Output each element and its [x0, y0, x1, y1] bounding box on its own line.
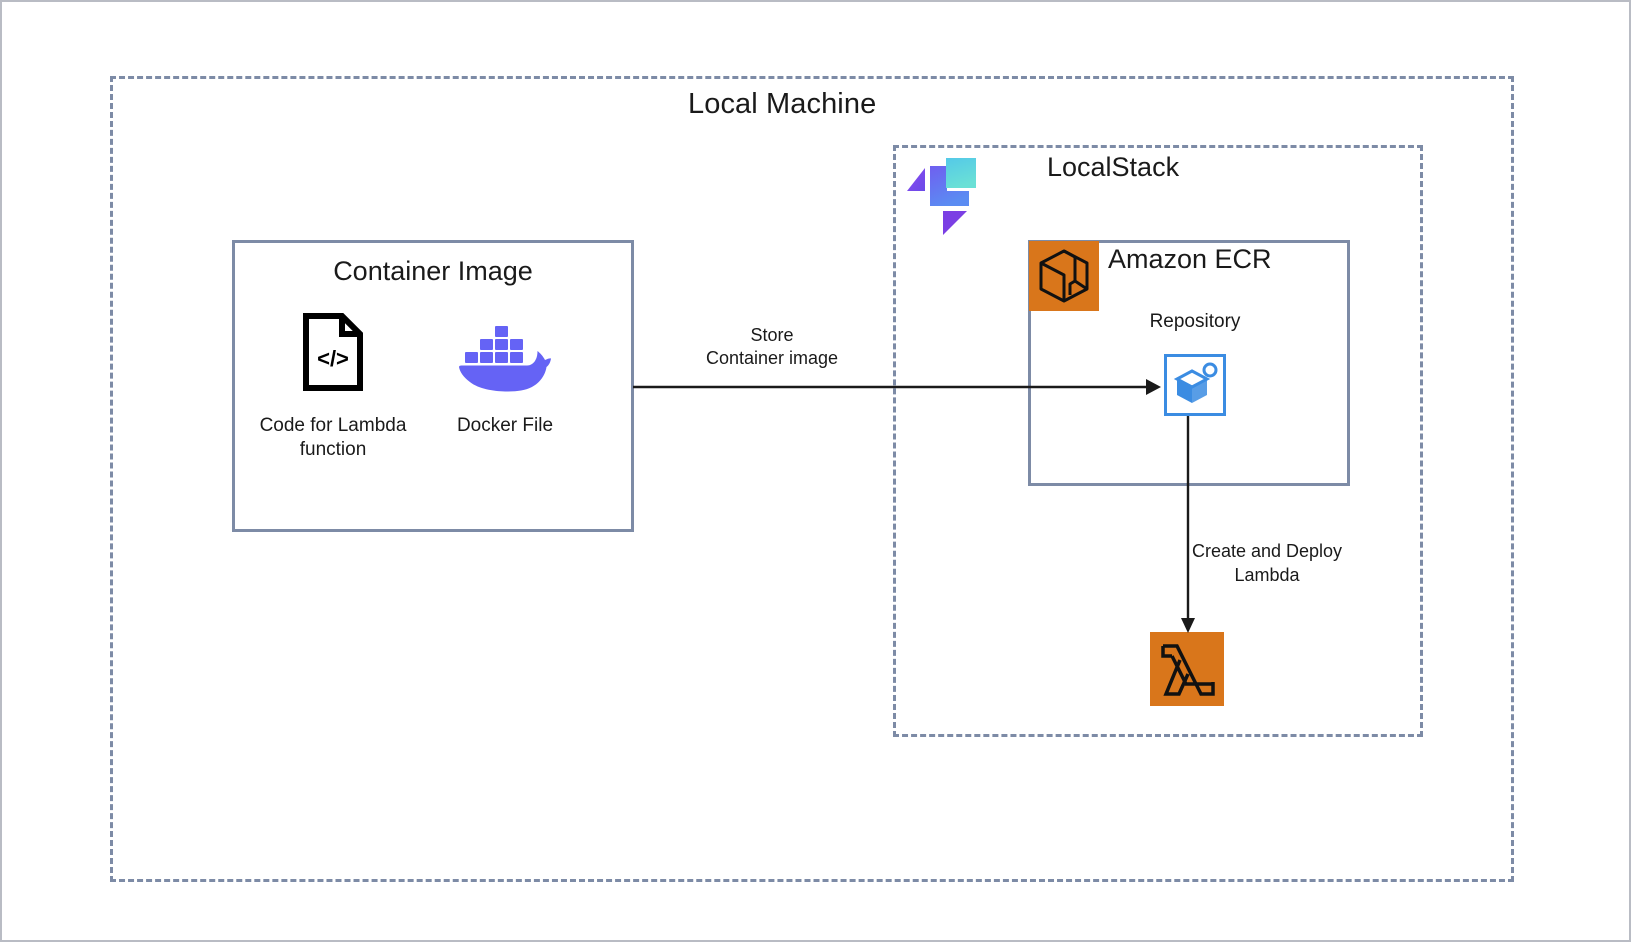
docker-file-label: Docker File: [456, 415, 554, 436]
code-file-icon: </>: [302, 312, 364, 392]
create-deploy-lambda-label-line2: Lambda: [1234, 565, 1300, 585]
docker-whale-icon: [457, 320, 552, 392]
localstack-logo: [899, 150, 991, 242]
group-localstack: [893, 145, 1423, 737]
svg-text:</>: </>: [317, 346, 349, 371]
aws-lambda-icon: [1150, 632, 1224, 706]
ecr-container-icon: [1029, 241, 1099, 311]
group-local-machine: [110, 76, 1514, 882]
store-container-image-arrow: [632, 370, 1162, 404]
code-file-label-line2: function: [299, 439, 367, 460]
code-file-label-line1: Code for Lambda: [259, 415, 407, 436]
create-deploy-lambda-label-line1: Create and Deploy: [1191, 541, 1343, 561]
node-container-image: [232, 240, 634, 532]
store-container-image-label-line2: Container image: [705, 348, 839, 368]
ecr-repository-icon: [1164, 354, 1226, 416]
group-local-machine-title: Local Machine: [688, 88, 877, 120]
create-deploy-lambda-arrow: [1177, 416, 1201, 634]
node-container-image-title: Container Image: [333, 256, 533, 286]
group-localstack-title: LocalStack: [1047, 152, 1180, 182]
store-container-image-label-line1: Store: [750, 325, 794, 345]
node-amazon-ecr-title: Amazon ECR: [1108, 244, 1272, 274]
repository-label: Repository: [1149, 311, 1241, 332]
